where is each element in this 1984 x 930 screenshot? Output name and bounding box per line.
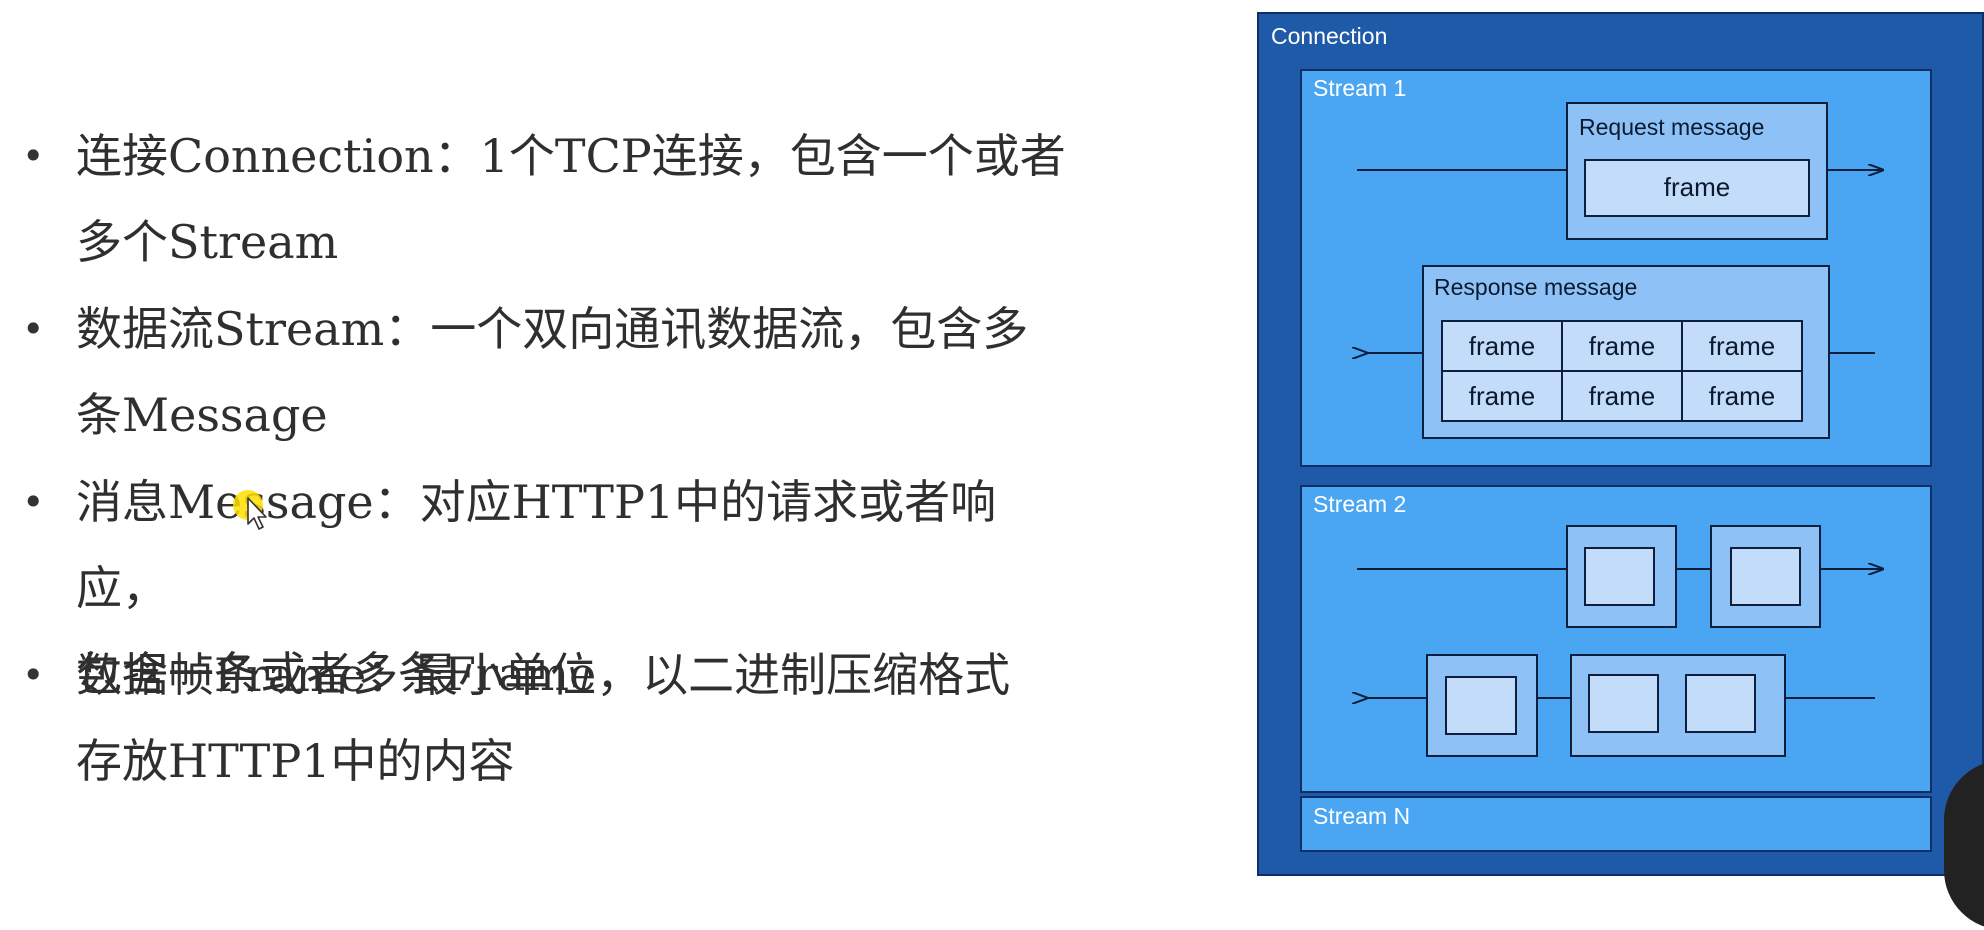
request-frame (1584, 159, 1810, 217)
stream-2-frame (1445, 676, 1517, 735)
response-frame-label: frame (1589, 381, 1655, 411)
response-frame (1441, 370, 1563, 422)
mouse-pointer-icon (247, 497, 267, 530)
stream-2-frame (1584, 547, 1655, 606)
response-message-label: Response message (1434, 274, 1637, 300)
bullet-marker: • (22, 480, 45, 524)
request-message-label: Request message (1579, 114, 1764, 140)
bullet-text: 数据流Stream：一个双向通讯数据流，包含多 条Message (76, 302, 1029, 442)
stream-2-frame (1730, 547, 1801, 606)
connection-label: Connection (1271, 23, 1387, 49)
stream-1-label: Stream 1 (1313, 75, 1406, 101)
bullet-marker: • (22, 134, 45, 178)
http2-connection-diagram: Connection Stream 1 Request message fram… (1257, 12, 1984, 876)
stream-2-frame (1685, 674, 1756, 733)
stream-n-box (1300, 796, 1932, 852)
response-frame-label: frame (1469, 381, 1535, 411)
bullet-text: 连接Connection：1个TCP连接，包含一个或者 多个Stream (76, 129, 1066, 269)
stream-2-label: Stream 2 (1313, 491, 1406, 517)
response-frame-label: frame (1709, 331, 1775, 361)
response-frame (1681, 370, 1803, 422)
bullet-marker: • (22, 307, 45, 351)
request-frame-label: frame (1664, 172, 1730, 202)
response-frame-label: frame (1589, 331, 1655, 361)
stream-2-frame (1588, 674, 1659, 733)
response-frame (1441, 320, 1563, 372)
stream-n-label: Stream N (1313, 803, 1410, 829)
response-frame-grid: frame frame frame frame frame frame (1441, 320, 1803, 422)
response-frame (1681, 320, 1803, 372)
diagram-canvas: Connection Stream 1 Request message fram… (1257, 12, 1984, 876)
response-frame (1561, 370, 1683, 422)
bullet-text: 数据帧Frame：最小单位，以二进制压缩格式 存放HTTP1中的内容 (76, 648, 1011, 788)
response-frame-label: frame (1469, 331, 1535, 361)
bullet-marker: • (22, 653, 45, 697)
bullet-text: 消息Message：对应HTTP1中的请求或者响应， 包含一条或者多条Frame (76, 475, 997, 701)
response-frame-label: frame (1709, 381, 1775, 411)
